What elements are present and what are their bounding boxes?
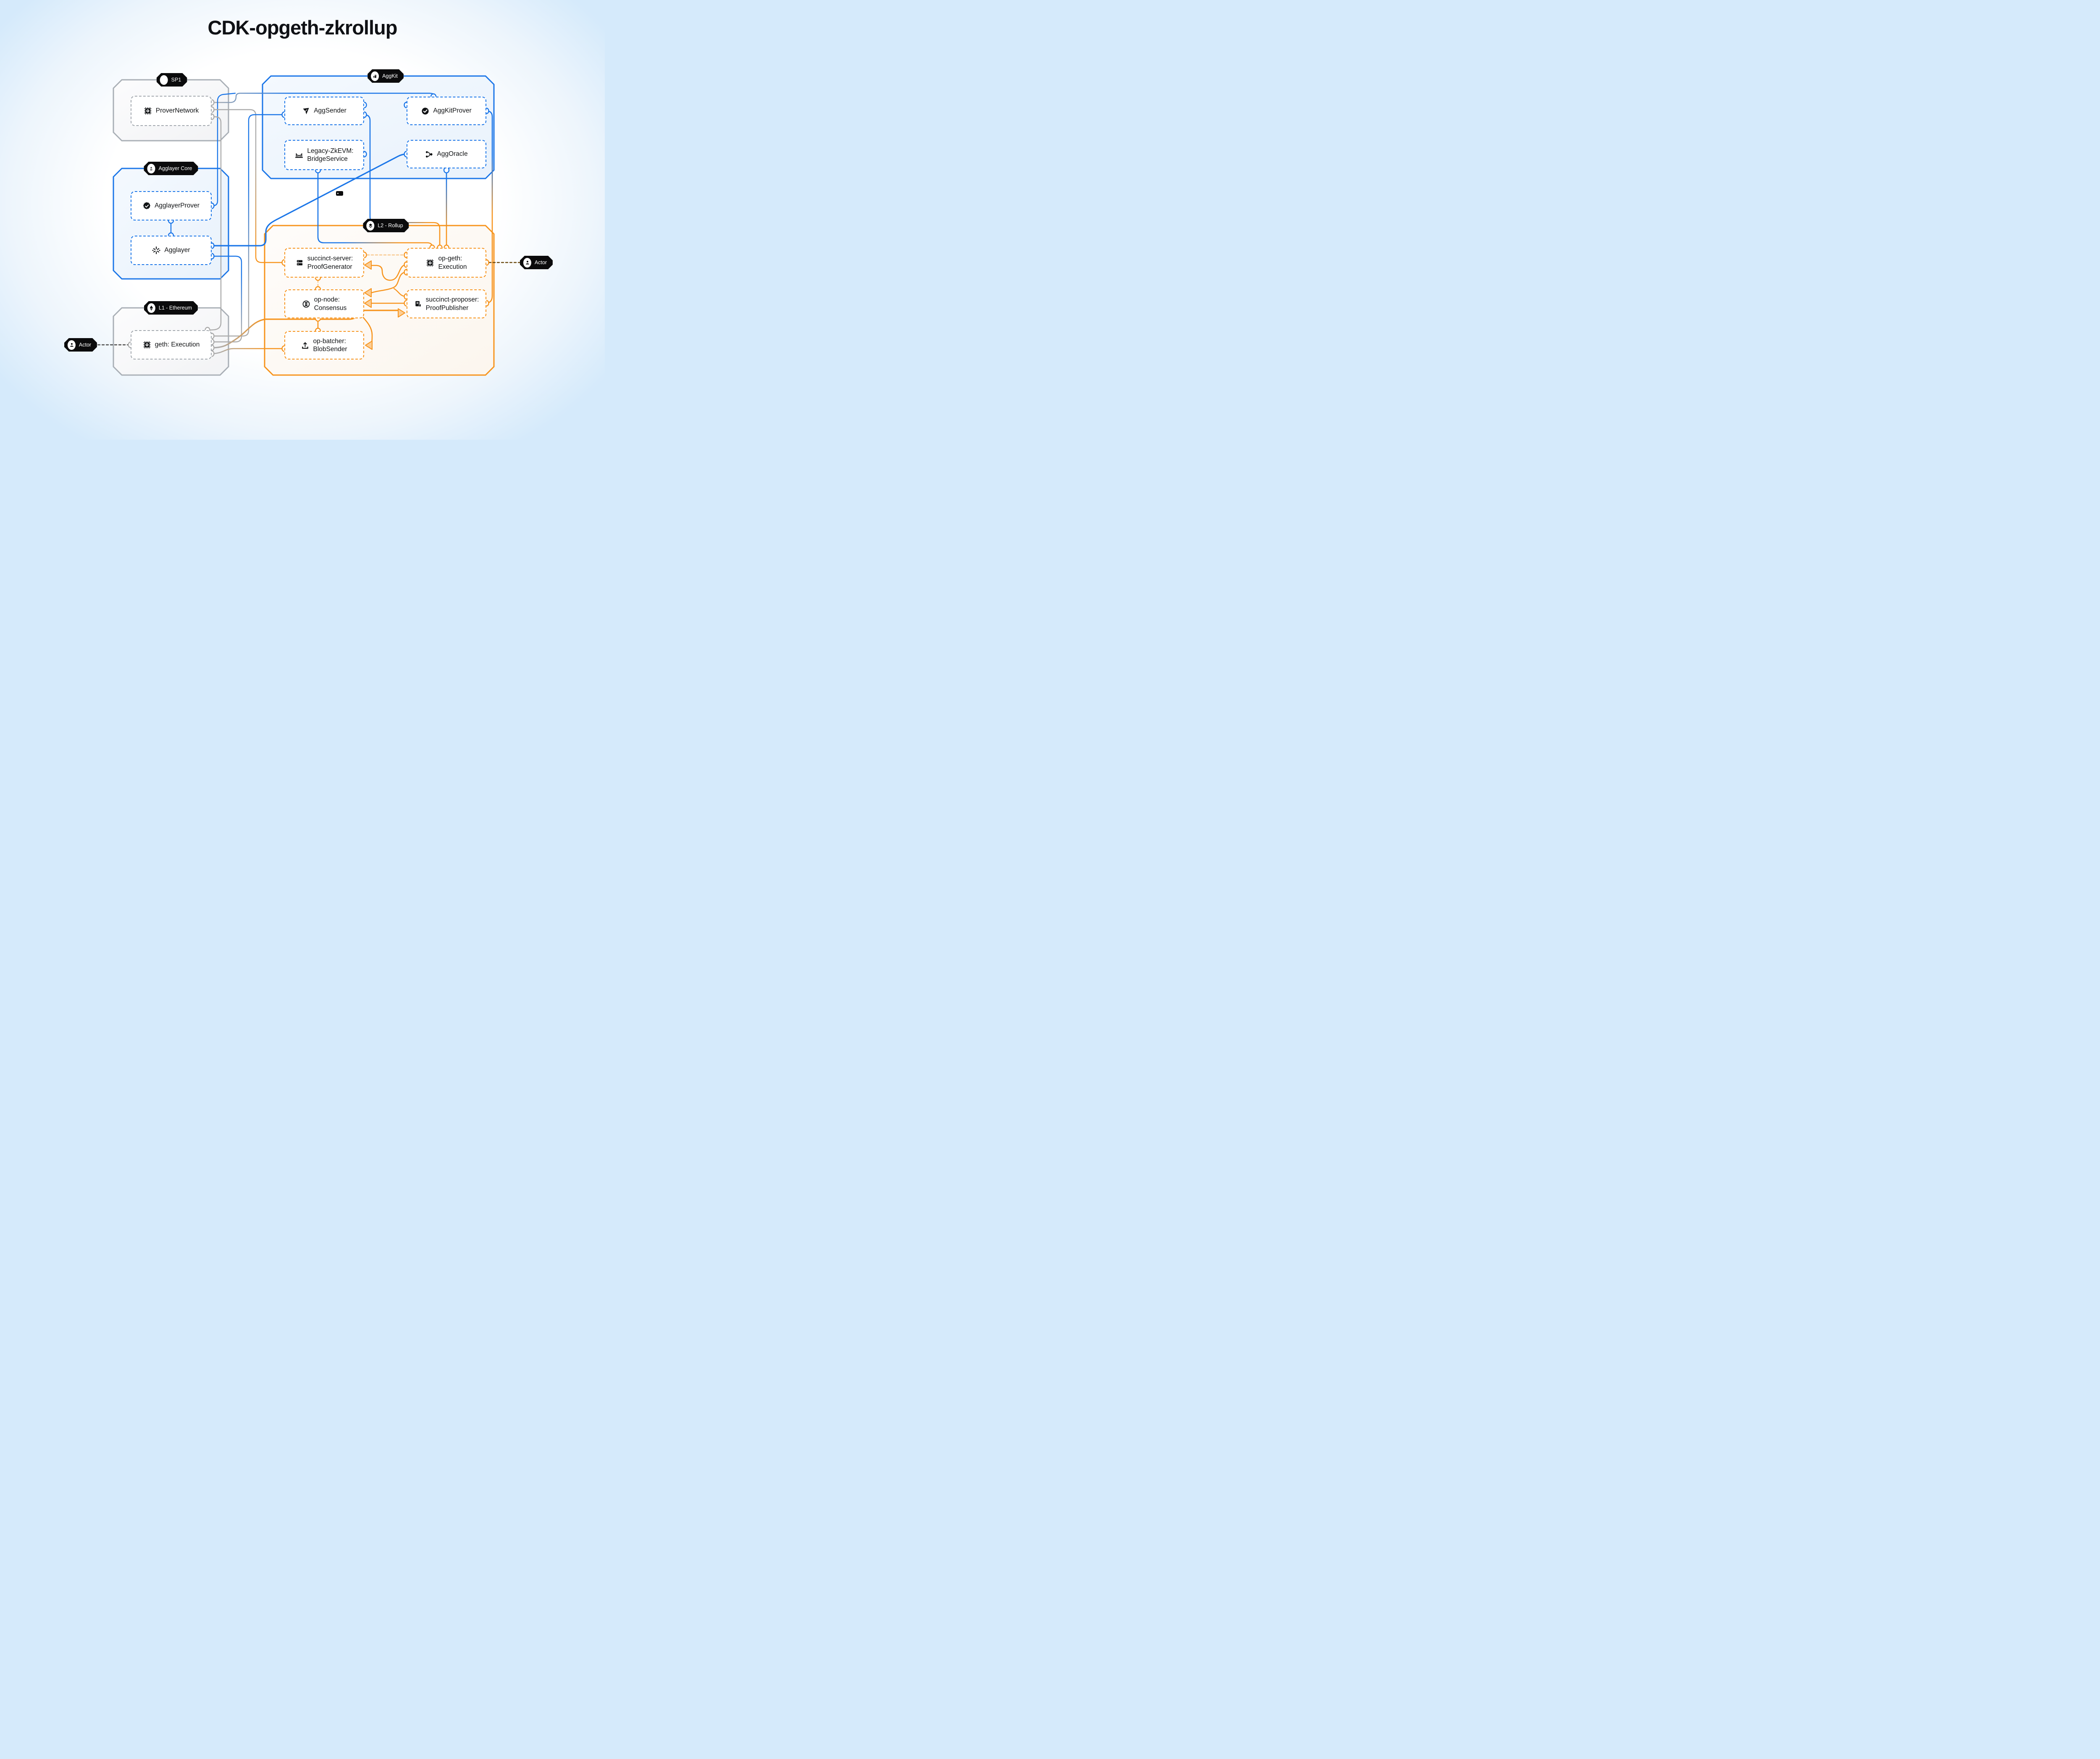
node-op-batcher[interactable]: op-batcher: BlobSender: [284, 331, 364, 360]
bridge-icon: [295, 151, 303, 159]
node-op-geth-label: op-geth: Execution: [438, 255, 467, 270]
badge-aggkit: AggKit: [368, 69, 404, 83]
chip-icon: [426, 259, 434, 267]
laptop-icon: [336, 191, 343, 196]
node-op-node[interactable]: op-node: Consensus: [284, 289, 364, 318]
badge-l1: L1 - Ethereum: [144, 301, 198, 315]
edge-geth-opbatcher: [211, 348, 283, 354]
person-icon: [523, 258, 531, 268]
layers-icon: [366, 221, 374, 231]
arrow-into-op-batcher: [365, 341, 373, 350]
node-succinct-server[interactable]: succinct-server: ProofGenerator: [284, 248, 364, 278]
city-icon: [371, 71, 379, 81]
node-legacy-zkevm[interactable]: Legacy-ZkEVM: BridgeService: [284, 140, 364, 170]
arrow-into-op-node-2: [364, 299, 372, 308]
node-agglayer[interactable]: Agglayer: [131, 236, 212, 265]
node-aggkit-prover[interactable]: AggKitProver: [407, 97, 486, 125]
arrow-into-succinct-proposer: [398, 308, 405, 318]
node-prover-network-label: ProverNetwork: [155, 107, 199, 115]
badge-l2: L2 - Rollup: [363, 219, 409, 232]
badge-l2-label: L2 - Rollup: [378, 223, 403, 228]
actor-right-badge[interactable]: Actor: [520, 256, 553, 269]
edge-agglayerprover-up: [211, 92, 236, 207]
node-agglayer-prover-label: AgglayerProver: [155, 202, 200, 210]
edges: [97, 92, 522, 354]
actor-right-label: Actor: [534, 260, 547, 265]
edge-agglayer-geth: [211, 255, 242, 343]
page-title: CDK-opgeth-zkrollup: [207, 16, 398, 39]
person-icon: [68, 340, 76, 350]
node-succinct-proposer-label: succinct-proposer: ProofPublisher: [425, 296, 479, 312]
badge-agglayer-core: Agglayer Core: [144, 162, 198, 175]
arrow-into-succinct-server: [364, 260, 372, 270]
plus-minus-icon: [147, 164, 155, 173]
edge-provernetwork-geth: [208, 116, 222, 331]
node-geth[interactable]: geth: Execution: [131, 330, 212, 360]
node-succinct-proposer[interactable]: succinct-proposer: ProofPublisher: [407, 289, 486, 318]
knot-icon: [302, 300, 310, 308]
node-agg-sender[interactable]: AggSender: [284, 97, 364, 125]
node-op-geth[interactable]: op-geth: Execution: [407, 248, 486, 278]
check-circle-icon: [421, 107, 429, 115]
edge-opgeth-succinctserver: [370, 264, 407, 281]
branch-icon: [425, 150, 433, 158]
node-succinct-server-label: succinct-server: ProofGenerator: [307, 255, 353, 270]
node-op-batcher-label: op-batcher: BlobSender: [313, 337, 347, 353]
node-agg-oracle[interactable]: AggOracle: [407, 140, 486, 168]
arrow-into-op-node-1: [364, 288, 372, 297]
badge-l1-label: L1 - Ethereum: [158, 305, 192, 311]
send-icon: [302, 107, 310, 115]
badge-aggkit-label: AggKit: [382, 73, 398, 79]
badge-sp1-label: SP1: [171, 77, 181, 83]
publisher-icon: [414, 300, 422, 308]
diagram-edges-layer: [97, 75, 522, 376]
server-icon: [296, 259, 304, 267]
asterisk-icon: [152, 246, 160, 255]
upload-icon: [301, 341, 309, 349]
edge-provernetwork-succinctserver: [211, 109, 283, 263]
badge-check-icon: [143, 202, 151, 210]
edge-opgeth-opnode: [370, 271, 407, 294]
badge-agglayer-core-label: Agglayer Core: [158, 165, 192, 171]
arrowheads: [364, 260, 405, 350]
node-legacy-zkevm-label: Legacy-ZkEVM: BridgeService: [307, 147, 354, 163]
edge-aggkitprover-succinctproposer: [486, 110, 493, 304]
node-agglayer-prover[interactable]: AgglayerProver: [131, 191, 212, 221]
node-agg-sender-label: AggSender: [314, 107, 346, 115]
edge-agglayer-aggoracle: [211, 153, 407, 247]
chip-icon: [143, 341, 151, 349]
ethereum-icon: [147, 303, 155, 313]
node-agglayer-label: Agglayer: [164, 247, 190, 254]
edge-geth-aggsender: [211, 114, 283, 337]
diagram-canvas: CDK-opgeth-zkrollup: [0, 0, 605, 440]
actor-left-badge[interactable]: Actor: [64, 338, 97, 352]
node-geth-label: geth: Execution: [155, 341, 200, 349]
sp1-icon: [160, 75, 168, 85]
node-op-node-label: op-node: Consensus: [314, 296, 347, 312]
actor-left-label: Actor: [79, 342, 92, 348]
badge-sp1: SP1: [157, 73, 187, 87]
node-agg-oracle-label: AggOracle: [437, 150, 468, 158]
node-prover-network[interactable]: ProverNetwork: [131, 96, 212, 126]
chip-icon: [144, 107, 152, 115]
node-aggkit-prover-label: AggKitProver: [433, 107, 472, 115]
